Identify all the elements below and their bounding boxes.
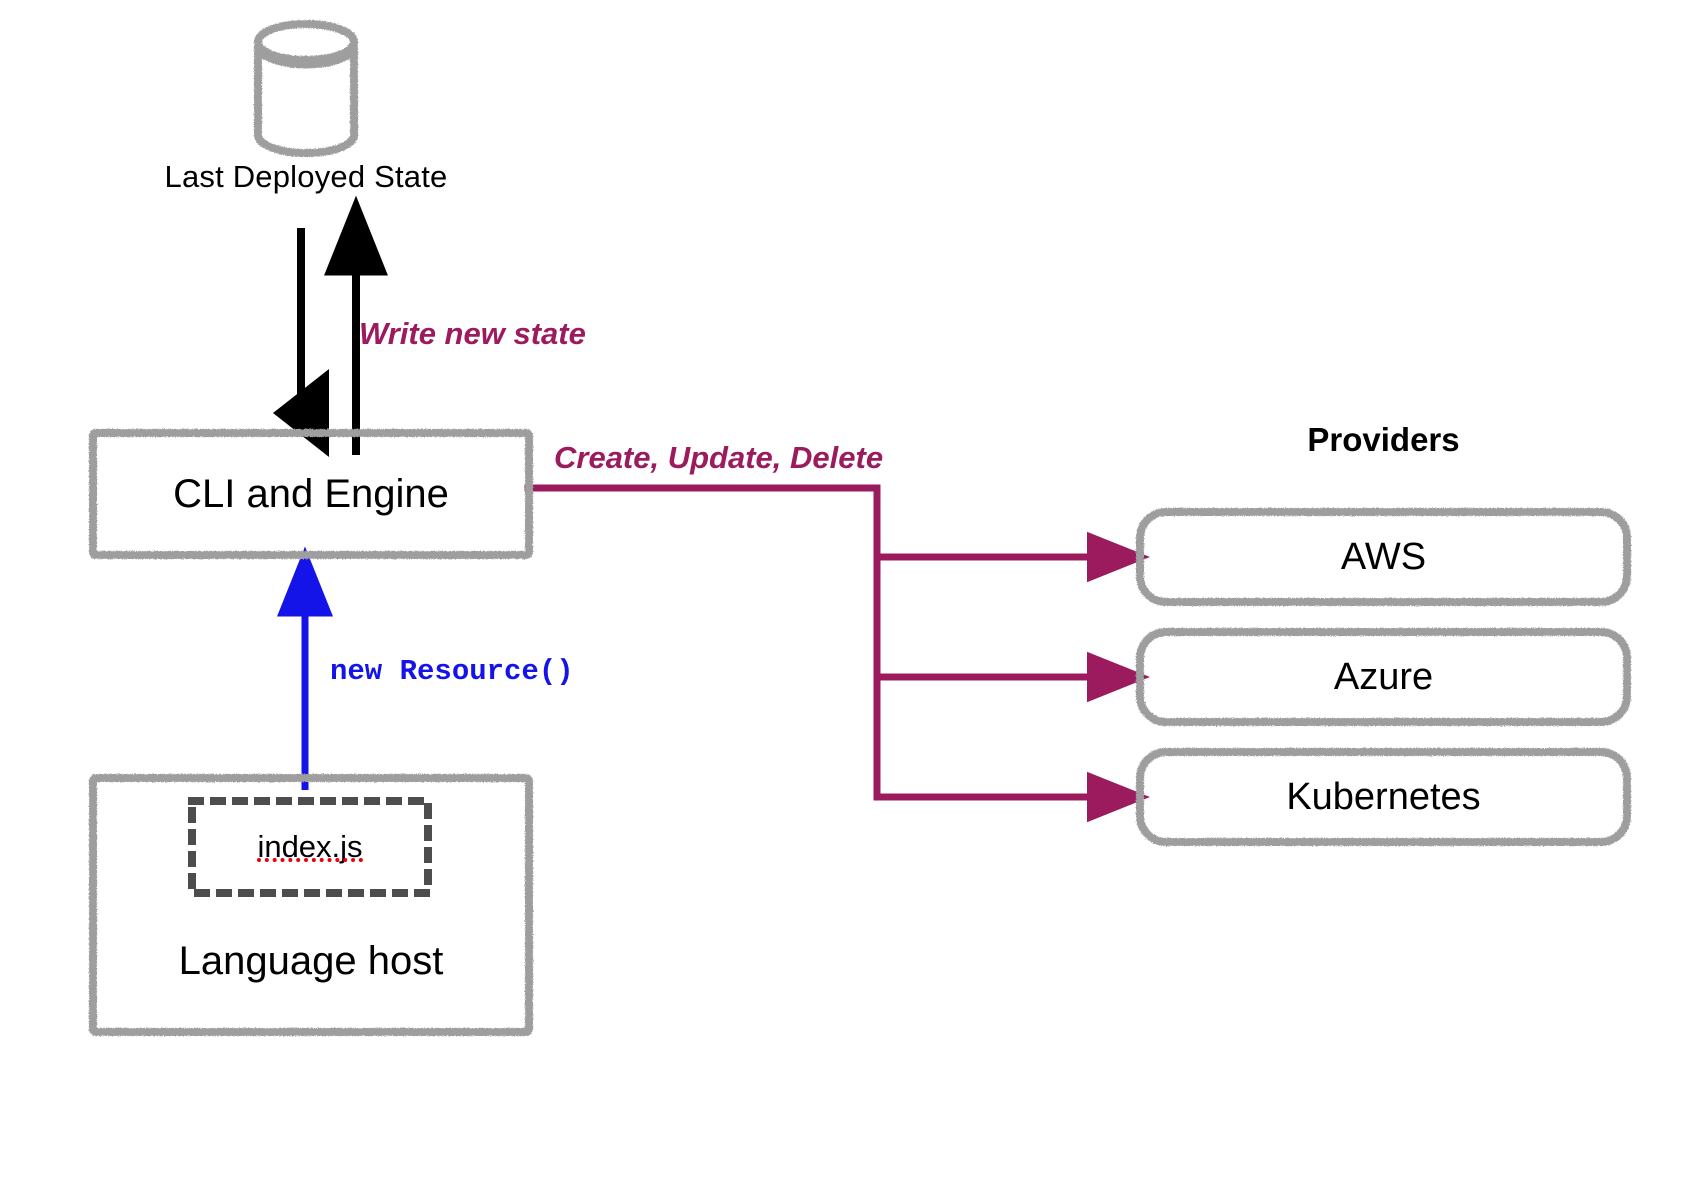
edge-provider-ops — [524, 484, 1150, 823]
database-cylinder-icon — [254, 20, 358, 157]
provider-box-azure-outline — [1136, 628, 1631, 726]
language-host-box-outline — [89, 774, 533, 1036]
provider-box-aws-outline — [1136, 508, 1631, 606]
cli-engine-box-outline — [89, 429, 533, 559]
index-js-box-outline — [188, 797, 432, 897]
provider-box-kubernetes-outline — [1136, 748, 1631, 846]
